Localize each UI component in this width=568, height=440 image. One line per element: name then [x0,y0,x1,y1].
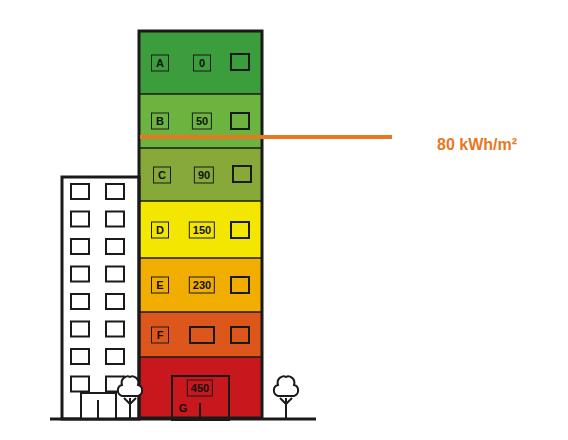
threshold-line [140,135,392,139]
band-d [139,201,262,258]
tree [274,376,298,418]
band-divider [139,257,262,259]
door-split [97,400,99,418]
class-letter: B [151,113,169,130]
window [71,267,89,282]
window [71,322,89,337]
window [233,166,251,182]
window [106,239,124,254]
energy-band: E 230 [139,258,262,312]
threshold-label: 80 kWh/m² [437,136,517,154]
class-letter: D [151,221,169,238]
window [231,222,249,238]
window [71,294,89,309]
window [106,212,124,227]
band-divider [139,93,262,95]
energy-band: C 90 [139,148,262,201]
threshold-value: 90 [194,166,214,183]
window [231,113,249,129]
band-divider [139,147,262,149]
trees [118,376,298,418]
door [172,376,229,420]
threshold-value: 230 [189,277,215,294]
energy-bands [139,31,262,418]
band-a [139,31,262,94]
empty-number-box [190,327,214,343]
energy-band: D 150 [139,201,262,258]
window [71,377,89,392]
threshold-value: 450 [187,380,213,397]
band-f [139,312,262,357]
windows [71,184,124,392]
band-g [139,357,262,418]
window [71,212,89,227]
energy-band: A0 [139,31,262,94]
window [71,239,89,254]
window [71,349,89,364]
window [231,277,249,293]
energy-band: 450G [139,357,262,418]
window [106,349,124,364]
window [231,327,249,343]
tower-outline [139,31,262,418]
band-divider [139,200,262,202]
band-e [139,258,262,312]
class-letter: C [153,166,171,183]
tree [118,376,142,418]
window [106,294,124,309]
class-letter: G [179,402,188,415]
band-c [139,148,262,201]
energy-band: B 50 [139,94,262,148]
band-windows [172,54,251,420]
window [71,184,89,199]
threshold-value: 50 [192,113,212,130]
band-b [139,94,262,148]
energy-band: F [139,312,262,357]
band-divider [139,311,262,313]
class-letter: A [151,54,169,71]
class-letter: F [151,326,169,343]
window [106,267,124,282]
window [106,322,124,337]
band-divider [139,356,262,358]
door-split [199,403,201,418]
ground-line [50,418,316,421]
threshold-value: 0 [193,54,211,71]
door [81,393,116,419]
window [231,54,249,70]
window [106,184,124,199]
class-letter: E [151,277,169,294]
threshold-value: 150 [189,221,215,238]
